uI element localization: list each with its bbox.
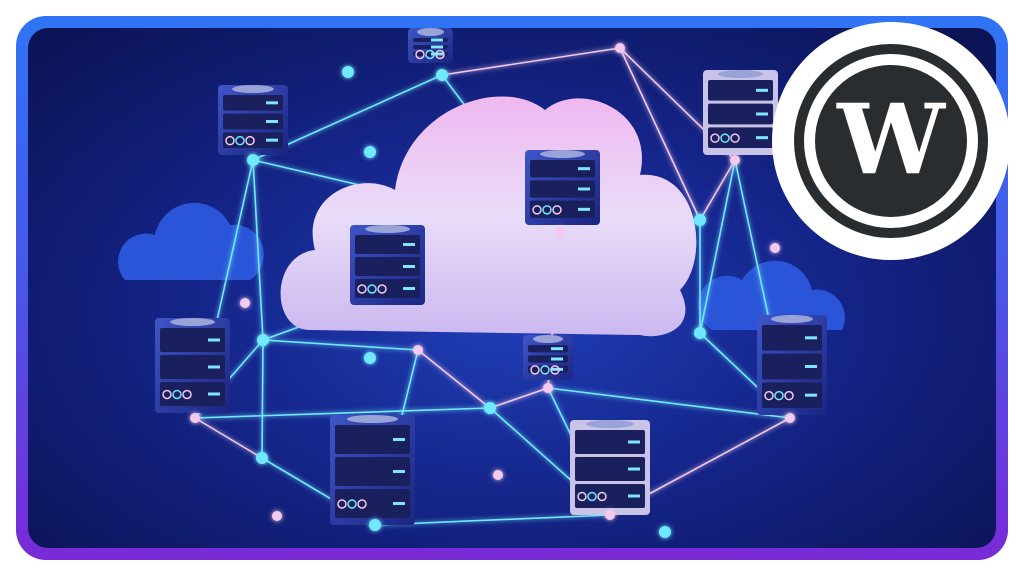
network-node-icon xyxy=(543,383,553,393)
network-line xyxy=(699,159,736,221)
background-cloud-left xyxy=(118,202,264,280)
servers xyxy=(155,28,827,525)
network-node-icon xyxy=(730,155,740,165)
network-node-icon xyxy=(364,146,376,158)
network-line xyxy=(699,159,736,334)
network-node-icon xyxy=(369,519,381,531)
network-node-icon xyxy=(694,327,706,339)
network-line xyxy=(417,349,491,409)
network-line xyxy=(619,47,701,221)
network-node-icon xyxy=(484,402,496,414)
network-line xyxy=(194,407,491,419)
network-node-icon xyxy=(240,298,250,308)
network-line xyxy=(261,339,264,459)
network-node-icon xyxy=(659,526,671,538)
network-node-icon xyxy=(272,511,282,521)
network-node-icon xyxy=(605,510,615,520)
network-node-icon xyxy=(257,334,269,346)
network-nodes xyxy=(190,43,795,538)
main-cloud xyxy=(280,96,697,337)
network-node-icon xyxy=(555,227,565,237)
network-line xyxy=(489,387,549,409)
network-node-icon xyxy=(436,69,448,81)
network-node-icon xyxy=(694,214,706,226)
server-icon xyxy=(330,415,415,525)
server-icon xyxy=(523,335,573,380)
network-line xyxy=(441,47,621,76)
background-cloud-right xyxy=(697,260,845,330)
network-node-icon xyxy=(364,352,376,364)
server-icon xyxy=(525,150,600,225)
network-node-icon xyxy=(190,413,200,423)
server-icon xyxy=(218,85,288,155)
server-icon xyxy=(570,420,650,515)
server-icon xyxy=(703,70,778,155)
network-node-icon xyxy=(785,413,795,423)
server-icon xyxy=(408,28,453,63)
network-line xyxy=(547,387,791,419)
network-line xyxy=(262,339,419,351)
server-icon xyxy=(155,318,230,413)
network-node-icon xyxy=(615,43,625,53)
network-node-icon xyxy=(247,154,259,166)
network-node-icon xyxy=(256,452,268,464)
svg-text:W: W xyxy=(836,83,946,196)
server-icon xyxy=(757,315,827,415)
network-node-icon xyxy=(770,243,780,253)
network-line xyxy=(194,417,263,459)
network-node-icon xyxy=(493,470,503,480)
wordpress-logo-icon: W xyxy=(772,22,1010,260)
server-icon xyxy=(350,225,425,305)
network-line xyxy=(252,159,264,341)
network-node-icon xyxy=(413,345,423,355)
network-node-icon xyxy=(342,66,354,78)
